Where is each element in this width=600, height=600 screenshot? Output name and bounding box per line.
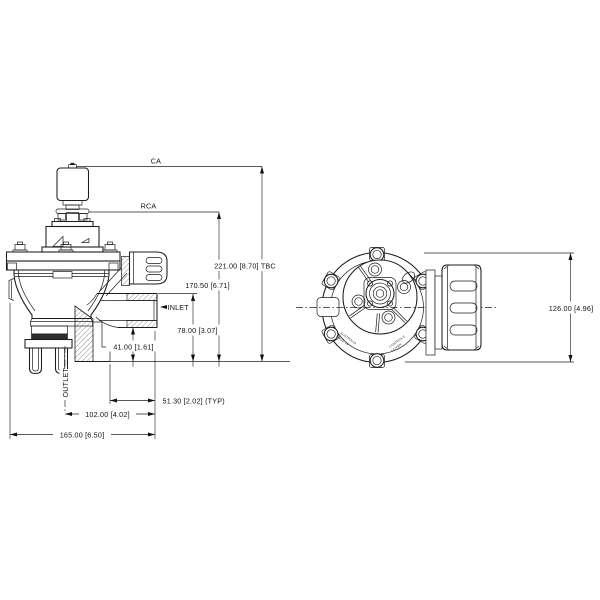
embossed-left-line1: MADE IN	[335, 335, 349, 347]
dimension-labels: CA RCA 221.00 [8.70] TBC 170.50 [6.71] 7…	[60, 157, 594, 440]
dim-port-face-offset: 51.30 [2.02] (TYP)	[163, 397, 225, 406]
dim-overall-length: 165.00 [6.50]	[60, 431, 105, 440]
outlet-label: OUTLET	[61, 368, 70, 398]
dim-top-view-height: 126.00 [4.96]	[549, 304, 594, 313]
diaphragm-center	[52, 271, 73, 279]
inlet-label: INLET	[168, 303, 190, 312]
outlet-gasket	[31, 333, 68, 340]
pilot-housing	[45, 225, 100, 248]
rca-label: RCA	[141, 202, 157, 211]
dim-outlet-to-inlet: 102.00 [4.02]	[85, 410, 130, 419]
quick-connect-nut-top	[425, 264, 482, 356]
outlet-flange	[24, 338, 73, 349]
coil-top-nub	[70, 162, 75, 165]
cover-holes	[351, 262, 416, 325]
left-lug	[8, 278, 15, 301]
flange-embossed-text: MADE IN AUSTRALIA GOYEN CONTROLS	[335, 331, 405, 353]
quick-connect-nut-side	[99, 251, 168, 297]
side-view	[5, 162, 168, 375]
arrowheads	[10, 166, 573, 437]
dim-inlet-flange-height: 41.00 [1.61]	[113, 343, 153, 352]
coil-retainer-washer	[55, 208, 90, 214]
flange-bolts	[321, 247, 433, 368]
dim-total-height: 221.00 [8.70] TBC	[214, 262, 276, 271]
dim-inlet-center-height: 78.00 [3.07]	[177, 326, 217, 335]
bonnet-bolts	[12, 241, 118, 253]
outlet-pipe-wall-left	[28, 348, 43, 375]
body-section-hatch	[74, 305, 94, 362]
bonnet-flange	[5, 251, 121, 262]
top-view: MADE IN AUSTRALIA GOYEN CONTROLS	[296, 247, 497, 368]
solenoid-coil	[56, 167, 90, 202]
dim-rca-height: 170.50 [6.71]	[185, 281, 230, 290]
inlet-port	[86, 292, 158, 329]
flange-ear-tab	[316, 297, 340, 317]
embossed-right-line1: GOYEN	[390, 342, 403, 353]
ca-label: CA	[151, 157, 161, 166]
dimension-lines	[9, 166, 599, 440]
